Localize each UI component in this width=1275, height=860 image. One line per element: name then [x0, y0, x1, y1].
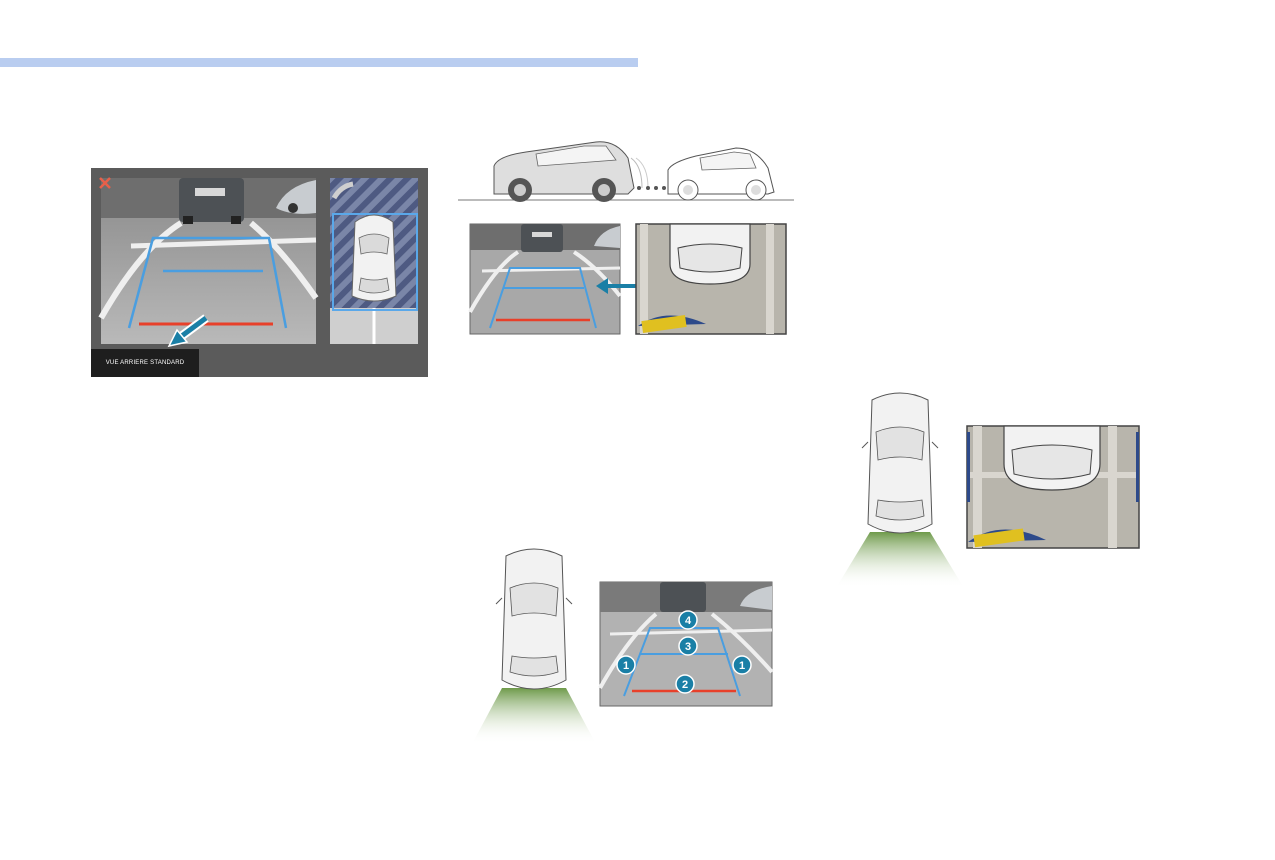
guide-badge-1-right: 1 [732, 655, 752, 675]
svg-text:2: 2 [682, 679, 688, 691]
top-zoom-camera-view [966, 425, 1140, 549]
top-view-drawing [836, 392, 1140, 588]
top-view-figure [836, 392, 1142, 588]
rear-camera-thumbnail [468, 223, 622, 335]
guide-lines-drawing: 4 3 1 2 1 [472, 548, 774, 744]
top-view-panel [330, 178, 418, 344]
guide-badge-1-left: 1 [616, 655, 636, 675]
close-icon[interactable] [99, 177, 111, 189]
car-top-view-right [836, 392, 964, 588]
camera-view-label[interactable]: VUE ARRIERE STANDARD [91, 349, 199, 377]
reversing-car-side-view [493, 141, 666, 202]
guide-badge-2: 2 [675, 674, 695, 694]
zoom-figure [456, 136, 796, 336]
car-top-view [472, 548, 596, 744]
rear-camera-view [98, 178, 319, 348]
zoomed-camera-thumbnail [635, 223, 787, 335]
svg-text:4: 4 [685, 615, 692, 627]
arrow-pointer-icon [167, 314, 209, 348]
svg-text:1: 1 [739, 660, 745, 672]
header-rule [0, 58, 638, 67]
camera-screen-figure: VUE ARRIERE STANDARD [91, 168, 428, 377]
camera-screen-drawing [98, 177, 418, 348]
obstacle-car-side-view [667, 147, 775, 201]
guide-badge-4: 4 [678, 610, 698, 630]
svg-text:1: 1 [623, 660, 629, 672]
zoom-figure-drawing [458, 141, 794, 335]
svg-text:3: 3 [685, 641, 691, 653]
guide-lines-figure: 4 3 1 2 1 [472, 548, 778, 744]
guide-badge-3: 3 [678, 636, 698, 656]
